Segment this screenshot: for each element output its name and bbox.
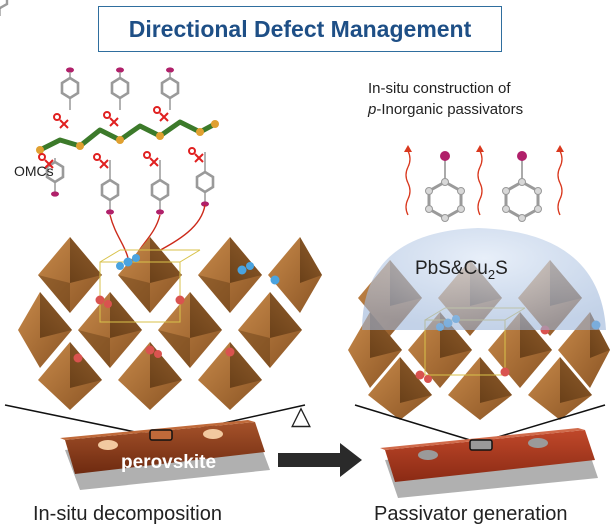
- figure-title: Directional Defect Management: [128, 15, 472, 42]
- p-italic: p: [368, 101, 377, 118]
- perovskite-label: perovskite: [121, 452, 217, 473]
- perovskite-lattice-left: [18, 237, 322, 410]
- scissors-icon: [38, 106, 204, 169]
- perovskite-lattice-right: [348, 228, 610, 420]
- pbs-main: PbS&Cu: [415, 258, 488, 279]
- heat-delta-label: △: [291, 400, 311, 430]
- omc-chain-top: [36, 67, 219, 263]
- insitu-line2: p-Inorganic passivators: [368, 99, 523, 120]
- zoom-lines-right: [354, 404, 606, 441]
- passivator-molecules: [404, 145, 564, 222]
- pbs-end: S: [495, 258, 508, 279]
- omcs-label: OMCs: [14, 163, 54, 179]
- pbs-sub: 2: [487, 266, 496, 282]
- title-box: Directional Defect Management: [98, 6, 502, 52]
- perovskite-film-right: [380, 428, 598, 498]
- perovskite-film-left: [60, 420, 270, 490]
- left-caption: In-situ decomposition: [33, 503, 222, 525]
- insitu-line2-rest: -Inorganic passivators: [376, 101, 524, 118]
- omc-molecules: [0, 0, 9, 16]
- insitu-line1: In-situ construction of: [368, 80, 511, 97]
- insitu-caption: In-situ construction of p-Inorganic pass…: [368, 78, 523, 120]
- passivator-dome: [362, 228, 606, 330]
- process-arrow: [278, 443, 362, 477]
- right-caption: Passivator generation: [374, 503, 568, 525]
- pbs-cu2s-label: PbS&Cu2S: [415, 258, 508, 282]
